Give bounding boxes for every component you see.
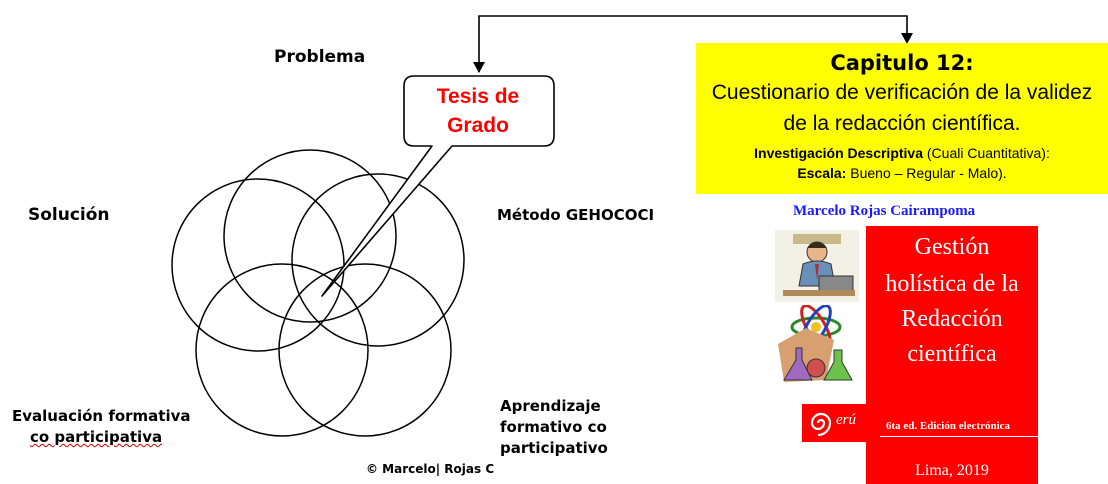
label-metodo: Método GEHOCOCI	[497, 206, 655, 224]
label-aprendizaje-1: Aprendizaje	[500, 397, 601, 415]
scale-line: Escala: Bueno – Regular - Malo).	[696, 165, 1108, 181]
cover-title-3: Redacción	[901, 306, 1003, 332]
circle-evaluacion	[195, 263, 369, 437]
peru-spiral-icon	[810, 412, 832, 436]
chapter-box: Capitulo 12: Cuestionario de verificació…	[696, 43, 1108, 194]
lab-flasks-icon	[778, 328, 853, 382]
label-evaluacion-1: Evaluación formativa	[12, 407, 191, 425]
tesis-callout-bubble	[321, 75, 555, 297]
label-solucion: Solución	[28, 205, 110, 225]
chapter-title: Capitulo 12:	[830, 51, 974, 75]
circle-solucion	[171, 178, 345, 352]
tesis-callout-text: Tesis de Grado	[404, 82, 552, 140]
circle-aprendizaje	[278, 263, 452, 437]
label-aprendizaje-2: formativo co	[500, 418, 607, 436]
research-type: Investigación Descriptiva (Cuali Cuantit…	[696, 145, 1108, 161]
copyright-notice: © Marcelo| Rojas C	[366, 462, 495, 476]
scale-rest: Bueno – Regular - Malo).	[846, 165, 1007, 181]
connector-line	[478, 15, 908, 72]
cover-edition: 6ta ed. Edición electrónica	[886, 420, 1011, 432]
cover-divider	[880, 436, 1038, 437]
circle-metodo	[291, 173, 465, 347]
chapter-line-1: Cuestionario de verificación de la valid…	[711, 81, 1093, 104]
label-problema: Problema	[274, 47, 366, 67]
peru-logo-text: erú	[836, 412, 856, 428]
arrowhead-left	[473, 62, 485, 73]
cover-title-1: Gestión	[914, 234, 990, 260]
arrowhead-right	[901, 33, 913, 44]
cover-place-year: Lima, 2019	[915, 462, 989, 479]
scale-bold: Escala:	[797, 165, 847, 181]
book-cover: Gestión holística de la Redacción cientí…	[866, 226, 1038, 484]
callout-line-1: Tesis de	[436, 85, 520, 108]
book-author: Marcelo Rojas Cairampoma	[793, 203, 976, 219]
label-aprendizaje-3: participativo	[500, 439, 608, 457]
callout-line-2: Grado	[447, 114, 509, 137]
cover-title-2: holística de la	[885, 271, 1019, 297]
label-evaluacion-2: co participativa	[30, 428, 163, 446]
circle-problema	[223, 149, 397, 323]
peru-brand-logo: erú	[802, 404, 874, 442]
cover-title-4: científica	[907, 341, 997, 367]
businessman-laptop-icon	[775, 230, 859, 302]
research-type-rest: (Cuali Cuantitativa):	[923, 145, 1050, 161]
research-type-bold: Investigación Descriptiva	[754, 145, 923, 161]
chapter-line-2: de la redacción científica.	[783, 112, 1021, 135]
